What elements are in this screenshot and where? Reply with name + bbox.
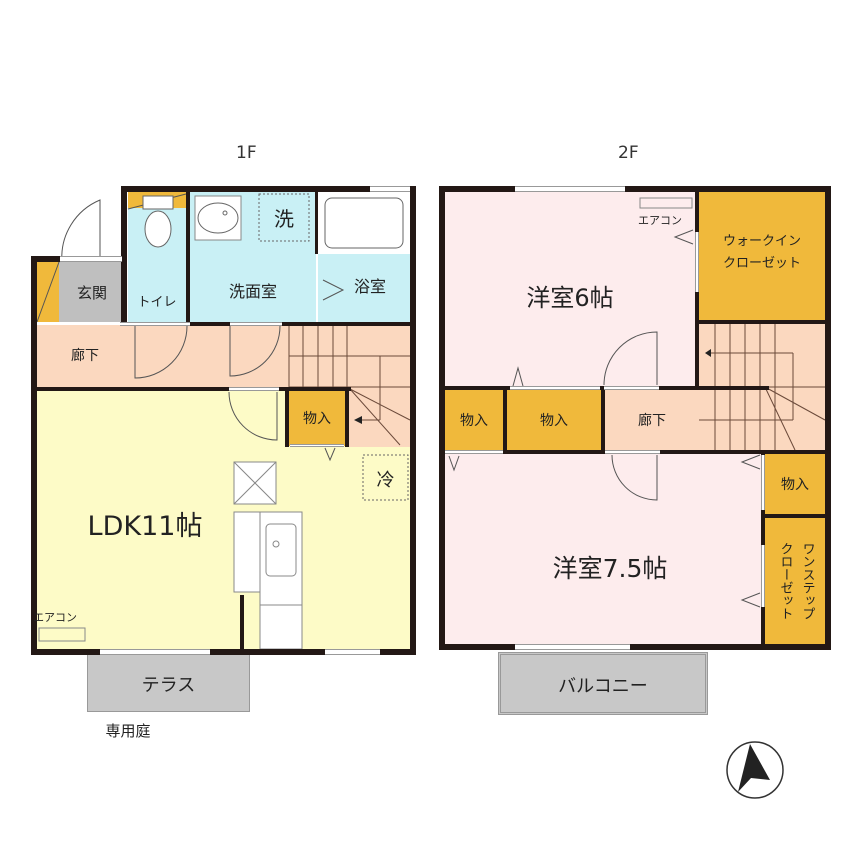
label-one-step-closet-2: クローゼット — [777, 542, 793, 620]
label-hallway-1f: 廊下 — [71, 348, 99, 364]
label-walk-in-closet-1: ウォークイン — [722, 233, 801, 249]
room-hallway-2f — [605, 390, 699, 450]
label-storage-2f-2: 物入 — [540, 413, 568, 429]
label-aircon-1f: エアコン — [33, 611, 77, 624]
room-one-step-closet — [765, 518, 825, 644]
wall — [240, 595, 244, 649]
label-one-step-closet-1: ワンステップ — [799, 542, 815, 620]
label-ldk: LDK11帖 — [87, 510, 203, 542]
label-storage-2f-3: 物入 — [781, 477, 809, 493]
wall — [186, 186, 190, 326]
label-washer: 洗 — [274, 207, 294, 231]
room-storage-2f-2 — [507, 390, 601, 450]
room-western-75 — [445, 454, 761, 644]
room-walk-in-closet — [699, 192, 825, 320]
wall — [410, 186, 416, 655]
label-walk-in-closet-2: クローゼット — [722, 255, 801, 271]
wall — [285, 387, 289, 447]
label-fridge: 冷 — [376, 470, 395, 491]
room-western-6 — [445, 192, 695, 386]
compass-north-icon — [726, 741, 784, 799]
wall — [31, 387, 351, 391]
balcony — [498, 652, 708, 715]
label-terrace: テラス — [141, 675, 196, 696]
wall — [31, 256, 37, 655]
room-storage-2f-3 — [765, 454, 825, 514]
label-western-6: 洋室6帖 — [526, 283, 614, 312]
label-aircon-2f: エアコン — [638, 214, 682, 227]
label-storage-1f: 物入 — [303, 410, 331, 427]
wall — [31, 649, 416, 655]
wall — [315, 186, 318, 254]
room-storage-2f-1 — [445, 390, 503, 450]
room-entrance — [59, 262, 125, 322]
floor-title-1f: 1F — [236, 143, 257, 163]
wall — [345, 387, 349, 447]
wall — [121, 186, 416, 192]
label-western-75: 洋室7.5帖 — [552, 554, 668, 583]
label-toilet: トイレ — [137, 294, 177, 310]
label-storage-2f-1: 物入 — [460, 413, 488, 429]
label-private-garden: 専用庭 — [105, 721, 151, 740]
terrace — [87, 654, 250, 712]
label-balcony: バルコニー — [558, 676, 648, 697]
label-entrance: 玄関 — [76, 283, 107, 302]
room-storage-1f — [289, 391, 345, 446]
label-bathroom: 浴室 — [353, 277, 386, 296]
stairs-fill — [348, 387, 410, 447]
label-hallway-2f: 廊下 — [638, 413, 666, 429]
label-washroom: 洗面室 — [228, 282, 277, 301]
floor-title-2f: 2F — [618, 143, 639, 163]
